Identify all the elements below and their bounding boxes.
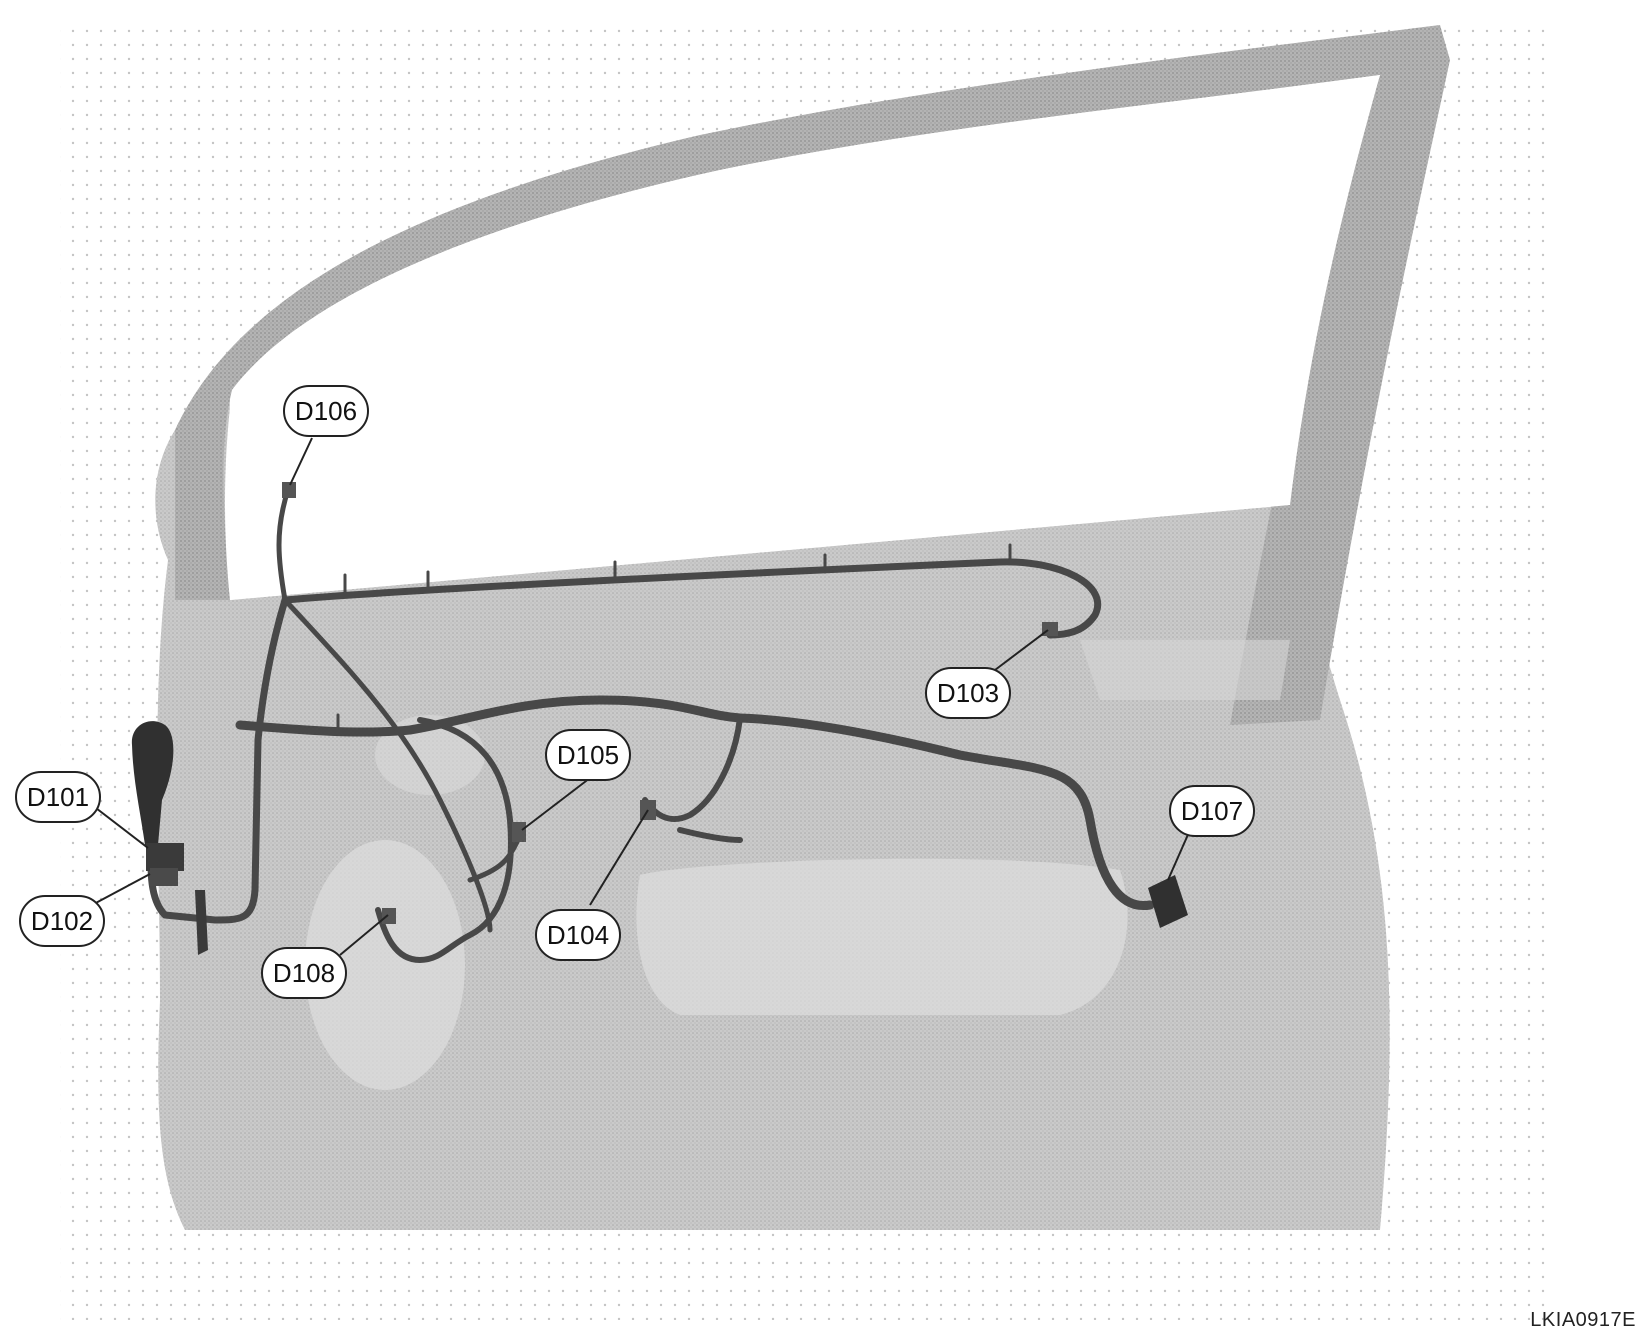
callout-d105-bubble xyxy=(545,729,631,781)
callout-d101-label: D101 xyxy=(27,782,89,812)
callout-d106-label: D106 xyxy=(295,396,357,426)
d105-connector-body xyxy=(512,822,526,842)
window-glass xyxy=(225,75,1380,600)
callout-d103-bubble xyxy=(925,667,1011,719)
callout-d104-bubble xyxy=(535,909,621,961)
callout-d105: D105 xyxy=(545,729,631,781)
callout-d106: D106 xyxy=(283,385,369,437)
speaker-panel xyxy=(305,840,465,1090)
window-frame xyxy=(175,25,1450,725)
d101-connector-body xyxy=(146,843,184,871)
armrest-panel xyxy=(636,858,1128,1015)
leader-lines xyxy=(91,437,1191,956)
callout-d104-label: D104 xyxy=(547,920,609,950)
callout-d107-bubble xyxy=(1169,785,1255,837)
callout-d108-label: D108 xyxy=(273,958,335,988)
d108-connector-body xyxy=(382,908,396,924)
callout-d101-bubble xyxy=(15,771,101,823)
callout-d108: D108 xyxy=(261,947,347,999)
mirror-connector-body xyxy=(131,721,174,845)
callout-d103: D103 xyxy=(925,667,1011,719)
callout-d108-bubble xyxy=(261,947,347,999)
d102-connector-body xyxy=(150,868,178,886)
latch-area xyxy=(1080,640,1290,700)
connector-bodies xyxy=(131,482,1188,955)
callout-d104: D104 xyxy=(535,909,621,961)
callout-d106-bubble xyxy=(283,385,369,437)
d107-connector-body xyxy=(1148,875,1188,928)
figure-id: LKIA0917E xyxy=(1530,1309,1636,1331)
callout-d107: D107 xyxy=(1169,785,1255,837)
callout-d101: D101 xyxy=(15,771,101,823)
callout-d105-label: D105 xyxy=(557,740,619,770)
callout-d102-bubble xyxy=(19,895,105,947)
callout-d107-label: D107 xyxy=(1181,796,1243,826)
callout-d102: D102 xyxy=(19,895,105,947)
callout-d102-label: D102 xyxy=(31,906,93,936)
wiring-harness xyxy=(147,487,1155,963)
d106-connector-body xyxy=(282,482,296,498)
callout-d103-label: D103 xyxy=(937,678,999,708)
grommet xyxy=(195,890,208,955)
